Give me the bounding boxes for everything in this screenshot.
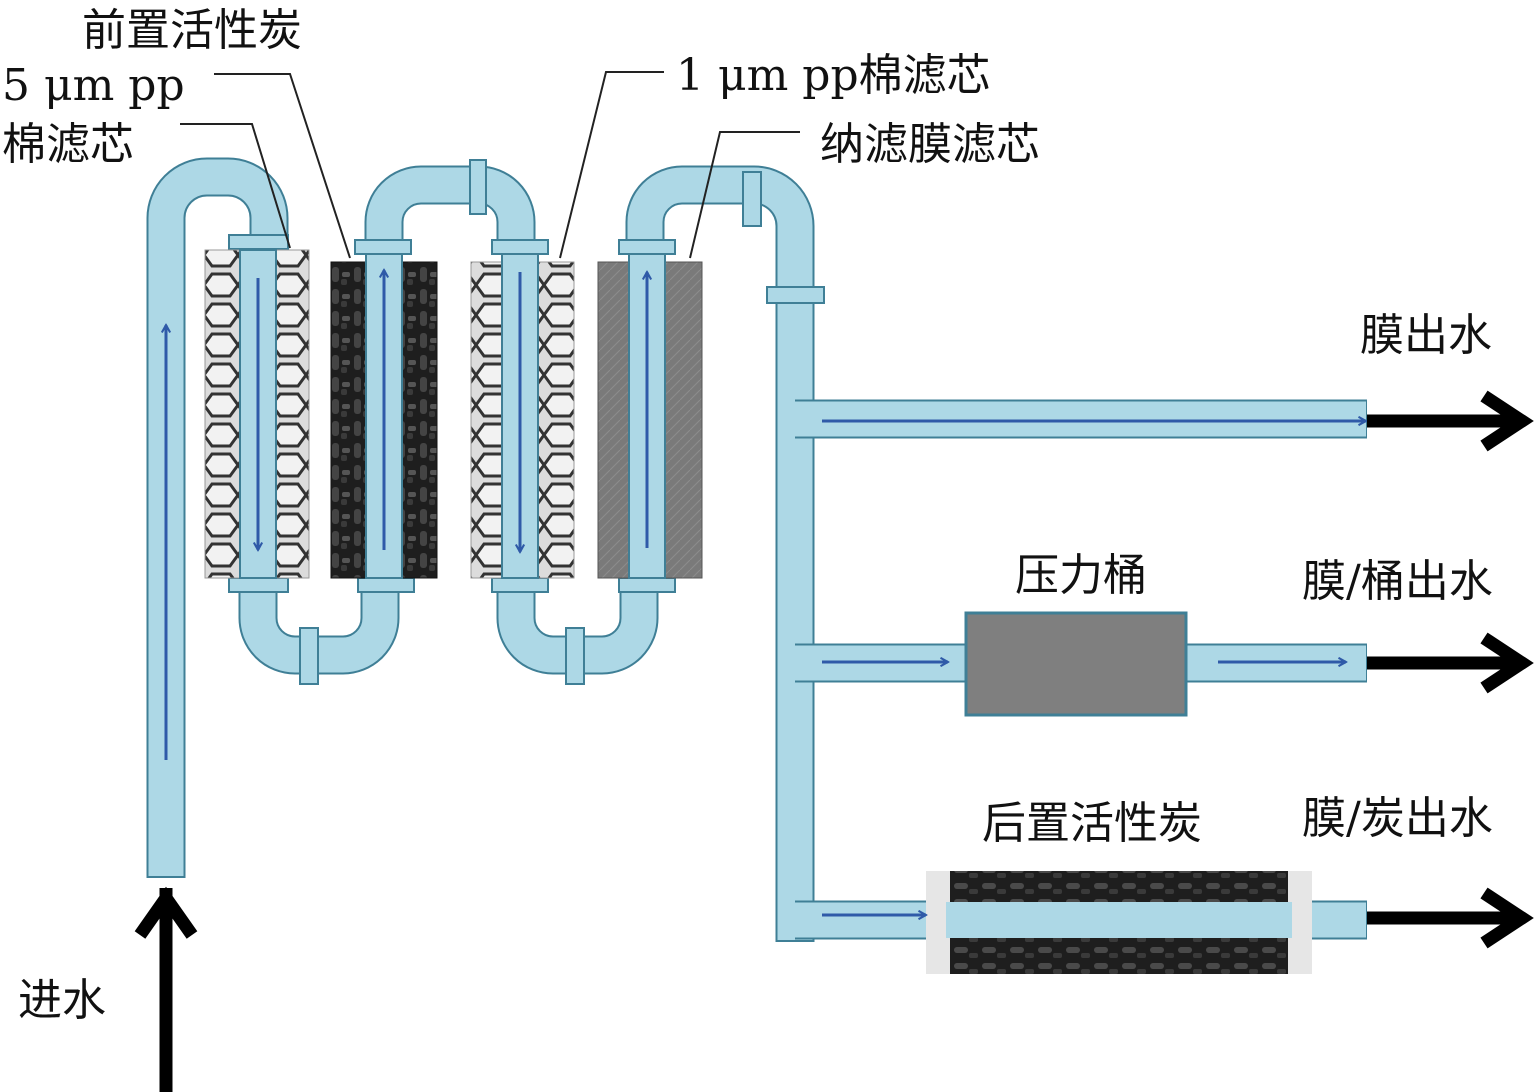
- pp1-cotton-cartridge: [470, 253, 575, 579]
- pipe-coupling: [469, 159, 487, 215]
- leader-lines: [180, 71, 800, 259]
- label-pressure-tank: 压力桶: [1015, 550, 1147, 601]
- inlet-riser-pipe-fill: [148, 159, 287, 876]
- pipe-coupling: [491, 239, 549, 255]
- pipe-coupling: [491, 577, 549, 593]
- label-inlet: 进水: [18, 975, 106, 1026]
- pipe-coupling: [228, 234, 289, 250]
- label-nf: 纳滤膜滤芯: [820, 119, 1040, 170]
- label-pp5-line2: 棉滤芯: [2, 119, 134, 170]
- nf-membrane-cartridge: [597, 253, 703, 579]
- filter-cartridges: [204, 249, 703, 579]
- leader-pp5: [180, 123, 291, 249]
- label-pp1: 1 μm pp棉滤芯: [676, 50, 991, 101]
- pipe-coupling: [618, 577, 676, 593]
- label-pp5-line1: 5 μm pp: [2, 60, 185, 111]
- pipe-coupling: [357, 577, 415, 593]
- label-membrane-out: 膜出水: [1360, 310, 1492, 361]
- label-post-carbon: 后置活性炭: [982, 798, 1202, 849]
- pressure-tank: [964, 611, 1188, 717]
- leader-nf: [689, 131, 800, 259]
- leader-pre-carbon: [214, 73, 351, 259]
- io-arrows: [134, 390, 1534, 1092]
- pipe-coupling: [565, 627, 585, 685]
- label-membrane-tank-out: 膜/桶出水: [1302, 556, 1493, 607]
- post-carbon-filter: [926, 871, 1312, 974]
- label-pre-carbon: 前置活性炭: [82, 5, 302, 56]
- labels: 前置活性炭 5 μm pp 棉滤芯 1 μm pp棉滤芯 纳滤膜滤芯 膜出水 压…: [2, 5, 1493, 1026]
- inlet-arrowhead: [134, 886, 198, 939]
- pipe-coupling: [228, 577, 289, 593]
- pipe-coupling: [766, 286, 825, 304]
- leader-pp1: [559, 71, 664, 259]
- flow-arrows: [166, 270, 1366, 915]
- pipe-coupling: [742, 171, 762, 227]
- label-membrane-carbon-out: 膜/炭出水: [1302, 793, 1493, 844]
- pipe-coupling: [354, 239, 412, 255]
- pipe-coupling: [299, 627, 319, 685]
- pipe-coupling: [618, 239, 676, 255]
